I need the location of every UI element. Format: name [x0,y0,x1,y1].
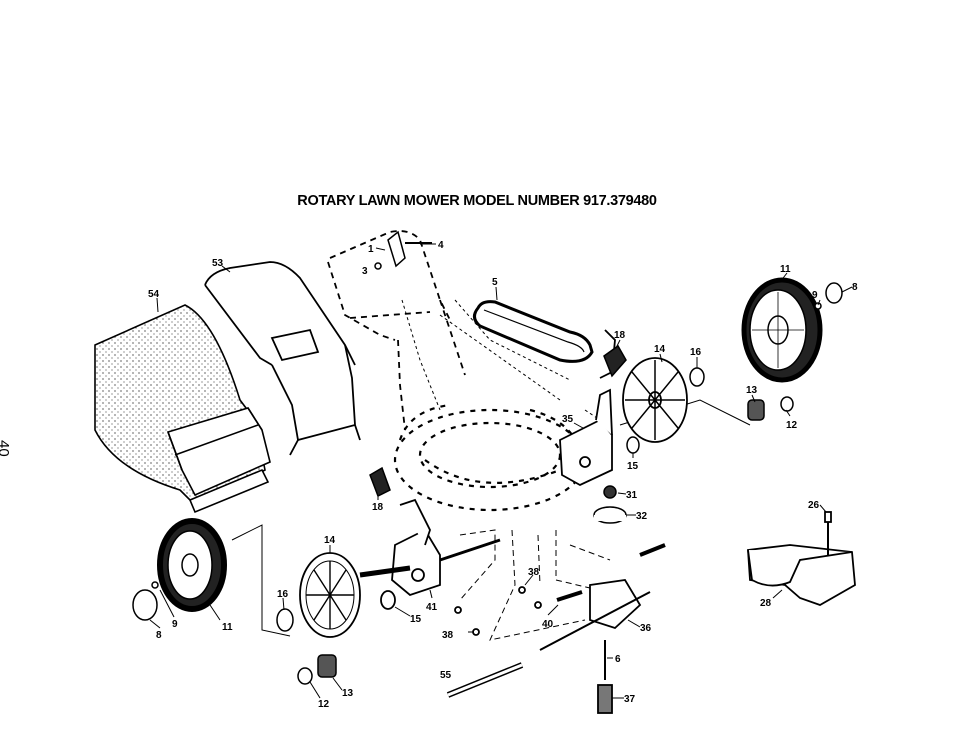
leader-lines-dashed [401,299,601,421]
label-8-left: 8 [156,630,162,641]
height-adjuster-bracket [559,329,616,487]
label-9-right: 9 [812,290,818,301]
mower-deck-outline [393,403,587,512]
label-38-top: 38 [528,567,540,578]
label-37: 37 [624,694,636,705]
label-4: 4 [438,240,444,251]
label-11-left: 11 [222,622,233,633]
catcher-frame [204,261,361,456]
grass-bag [94,304,271,514]
label-13-right: 13 [746,385,758,396]
label-16-left: 16 [277,589,289,600]
label-53: 53 [212,258,224,269]
part-18-bottom [369,466,391,498]
label-26: 26 [808,500,820,511]
label-32: 32 [636,511,648,522]
handle-knob-parts [374,230,432,270]
diagram-title: ROTARY LAWN MOWER MODEL NUMBER 917.37948… [297,193,657,209]
label-1: 1 [368,244,374,255]
drive-belt [473,300,594,363]
label-54: 54 [148,289,160,300]
leader-lines-transmission [459,529,611,641]
part-labels: 53 54 1 3 4 5 18 14 16 11 9 8 13 12 35 1… [148,240,858,710]
wheel-hardware-right [619,282,843,426]
label-28: 28 [760,598,772,609]
wheel-hub-left [299,552,396,638]
label-40: 40 [542,619,554,630]
label-15-right: 15 [627,461,639,472]
handle-assembly [327,230,466,431]
transmission [454,543,666,714]
label-8-right: 8 [852,282,858,293]
label-55: 55 [440,670,452,681]
label-41: 41 [426,602,438,613]
rear-deflector [747,511,856,606]
label-16-right: 16 [690,347,702,358]
label-14-right: 14 [654,344,666,355]
part-18-top [603,344,627,378]
label-15-left: 15 [410,614,422,625]
label-3: 3 [362,266,368,277]
label-18-bottom: 18 [372,502,384,513]
label-5: 5 [492,277,498,288]
label-6: 6 [615,654,621,665]
label-13-left: 13 [342,688,354,699]
label-11-right: 11 [780,264,791,275]
axle-rod [446,662,524,698]
label-14-left: 14 [324,535,336,546]
wheel-hardware-left [132,524,337,685]
label-31: 31 [626,490,638,501]
label-leaders [149,243,853,699]
rear-wheel-right [741,277,823,383]
label-12-right: 12 [786,420,798,431]
wheel-hub-right [622,357,688,443]
label-12-left: 12 [318,699,330,710]
label-36: 36 [640,623,652,634]
label-38-bottom: 38 [442,630,454,641]
height-adjuster-left [359,498,501,597]
label-18-top: 18 [614,330,626,341]
front-wheel-left [157,518,227,612]
label-35: 35 [562,414,574,425]
label-9-left: 9 [172,619,178,630]
